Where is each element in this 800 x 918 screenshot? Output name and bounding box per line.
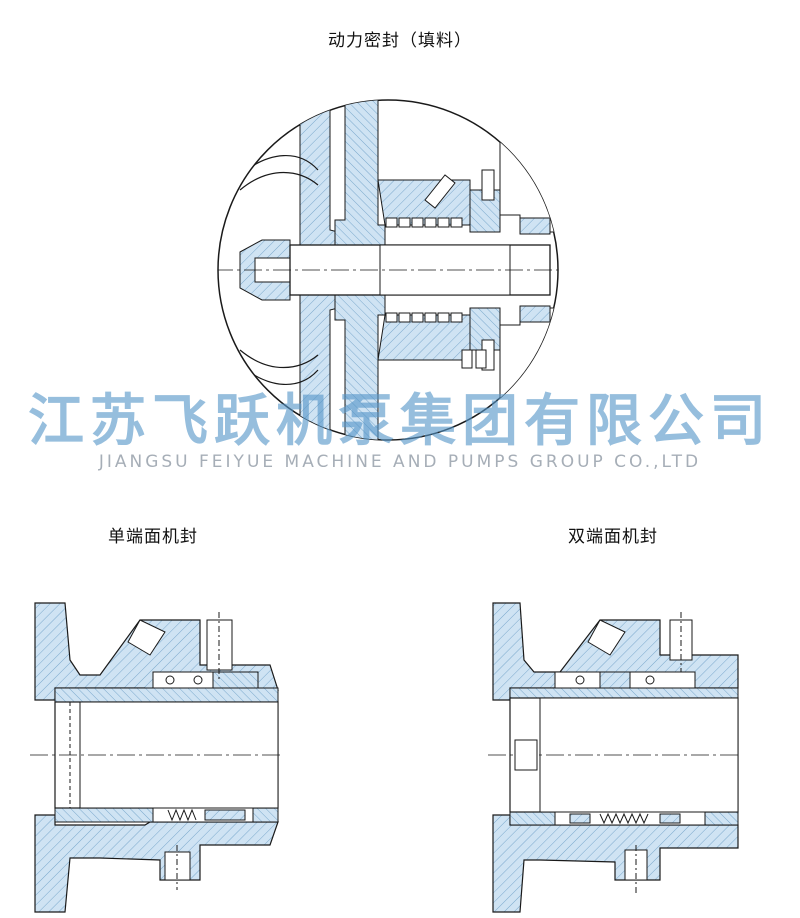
double-mechanical-seal-drawing xyxy=(488,602,742,913)
dynamic-seal-caption: 动力密封（填料） xyxy=(328,31,472,51)
company-watermark-cn: 江苏飞跃机泵集团有限公司 xyxy=(28,389,772,454)
single-seal-caption: 单端面机封 xyxy=(108,527,198,547)
dynamic-seal-detail xyxy=(217,99,559,441)
double-seal-caption: 双端面机封 xyxy=(568,527,658,547)
company-watermark-en: JIANGSU FEIYUE MACHINE AND PUMPS GROUP C… xyxy=(98,452,702,472)
single-mechanical-seal-drawing xyxy=(30,602,282,913)
